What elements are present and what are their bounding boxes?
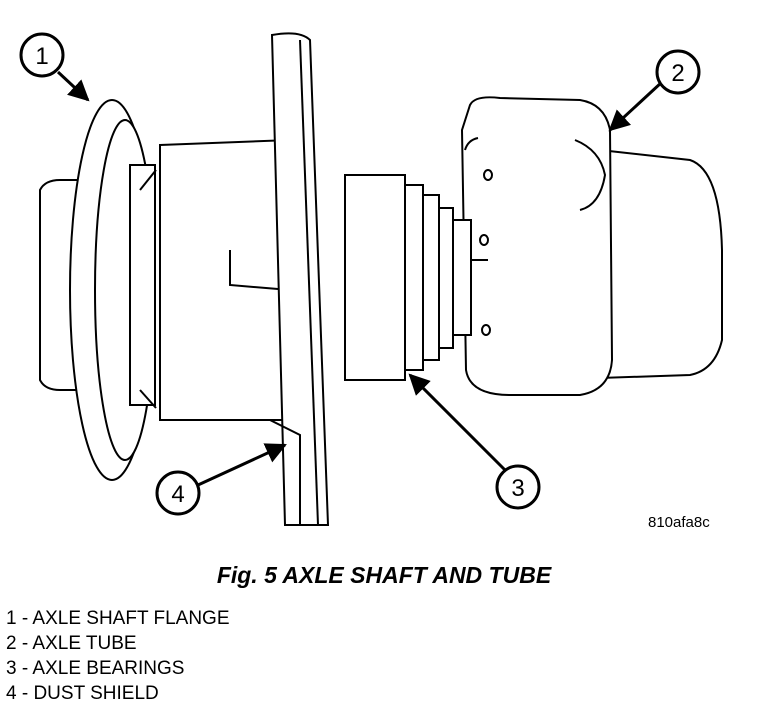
callout-2: 2 — [655, 49, 701, 95]
figure-code: 810afa8c — [648, 514, 710, 531]
leader-4 — [197, 443, 287, 487]
leader-1 — [56, 70, 90, 102]
axle-tube — [460, 96, 723, 396]
figure-caption: Fig. 5 AXLE SHAFT AND TUBE — [216, 562, 552, 588]
axle-shaft-flange — [39, 99, 157, 481]
callout-2-label: 2 — [671, 60, 684, 87]
legend-item: 1 - AXLE SHAFT FLANGE — [6, 608, 230, 629]
legend-item: 2 - AXLE TUBE — [6, 633, 137, 654]
callout-4-label: 4 — [171, 481, 184, 508]
dust-shield — [269, 32, 330, 526]
callout-3-label: 3 — [511, 475, 524, 502]
callout-4: 4 — [155, 470, 201, 516]
callout-1: 1 — [19, 32, 65, 78]
leader-3 — [408, 373, 507, 472]
leader-2 — [608, 80, 664, 132]
legend: 1 - AXLE SHAFT FLANGE 2 - AXLE TUBE 3 - … — [6, 606, 230, 706]
legend-item: 4 - DUST SHIELD — [6, 683, 159, 704]
callout-3: 3 — [495, 464, 541, 510]
leader-arrows — [56, 70, 664, 487]
legend-item: 3 - AXLE BEARINGS — [6, 658, 185, 679]
callout-1-label: 1 — [35, 43, 48, 70]
axle-diagram: 1 2 3 4 810afa8c — [19, 32, 723, 531]
